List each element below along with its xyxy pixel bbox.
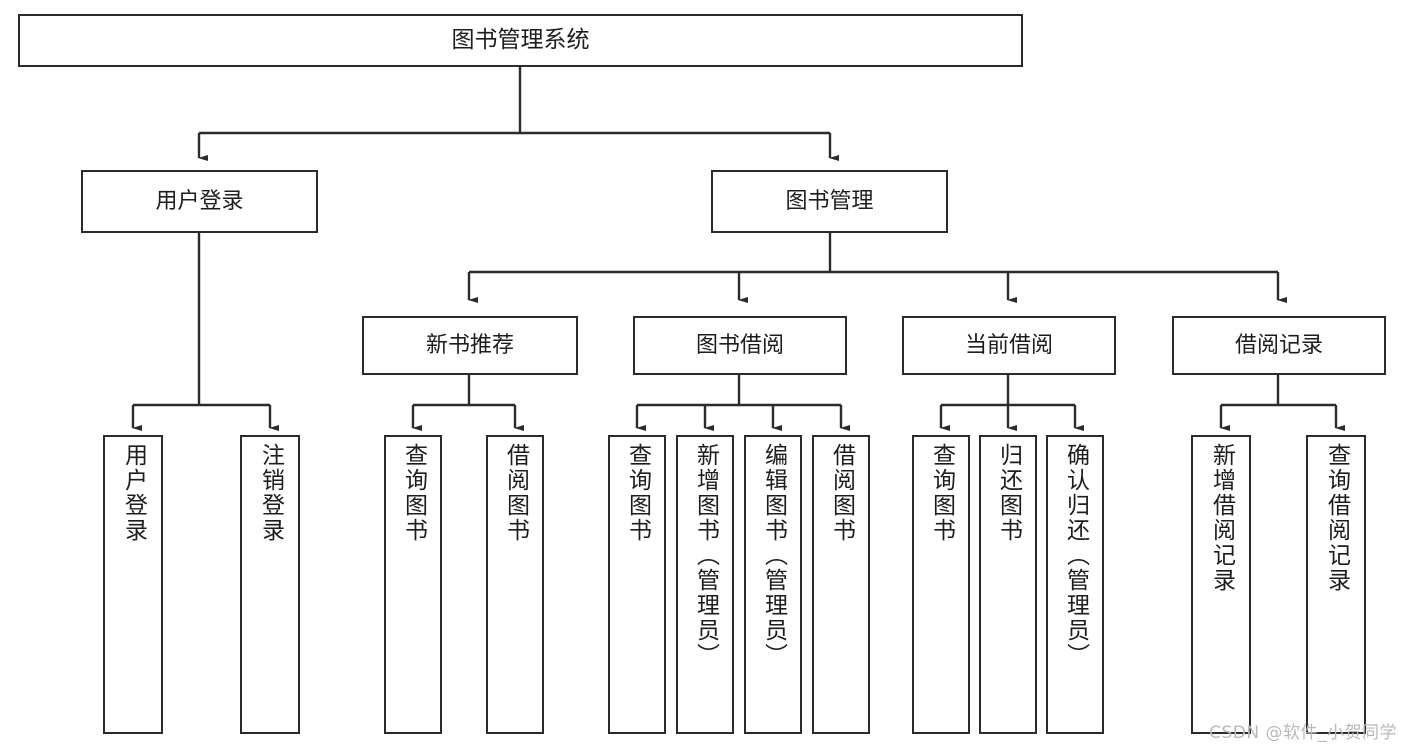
node-leaf-return-book[interactable]: 归还图书 [979,435,1037,734]
node-label: 借阅图书 [828,443,855,543]
node-leaf-borrow-book[interactable]: 借阅图书 [812,435,870,734]
node-label: 归还图书 [995,443,1022,543]
node-label: 图书管理 [785,188,874,214]
node-leaf-edit-book[interactable]: 编辑图书（管理员） [744,435,802,734]
node-label: 借阅图书 [502,443,529,543]
node-leaf-query-book-borrow[interactable]: 查询图书 [608,435,666,734]
node-label: 查询图书 [624,443,651,543]
node-label: 用户登录 [155,188,244,214]
node-label: 编辑图书（管理员） [760,443,787,668]
node-label: 查询图书 [400,443,427,543]
node-current-borrow[interactable]: 当前借阅 [902,316,1116,375]
node-label: 新书推荐 [425,332,514,358]
node-leaf-borrow-book-recommend[interactable]: 借阅图书 [486,435,544,734]
node-leaf-add-borrow-record[interactable]: 新增借阅记录 [1191,435,1251,734]
node-book-borrow[interactable]: 图书借阅 [633,316,847,375]
csdn-watermark: CSDN @软件_小贺同学 [1209,723,1397,743]
node-leaf-query-book-recommend[interactable]: 查询图书 [384,435,442,734]
node-leaf-query-borrow-record[interactable]: 查询借阅记录 [1306,435,1366,734]
node-label: 查询图书 [928,443,955,543]
node-label: 图书管理系统 [451,26,590,53]
node-borrow-record[interactable]: 借阅记录 [1172,316,1386,375]
node-leaf-query-book-current[interactable]: 查询图书 [912,435,970,734]
node-leaf-user-login[interactable]: 用户登录 [103,435,163,734]
node-label: 注销登录 [257,443,284,543]
node-label: 借阅记录 [1234,332,1323,358]
node-leaf-confirm-return[interactable]: 确认归还（管理员） [1046,435,1104,734]
node-leaf-logout[interactable]: 注销登录 [240,435,300,734]
node-root-book-management-system[interactable]: 图书管理系统 [18,14,1023,67]
node-label: 确认归还（管理员） [1062,443,1089,668]
node-book-management[interactable]: 图书管理 [711,170,948,233]
node-label: 新增图书（管理员） [692,443,719,668]
node-new-book-recommend[interactable]: 新书推荐 [362,316,578,375]
node-label: 图书借阅 [695,332,784,358]
node-label: 查询借阅记录 [1323,443,1350,593]
node-label: 用户登录 [120,443,147,543]
node-leaf-add-book[interactable]: 新增图书（管理员） [676,435,734,734]
node-label: 当前借阅 [964,332,1053,358]
node-label: 新增借阅记录 [1208,443,1235,593]
node-user-login[interactable]: 用户登录 [81,170,318,233]
